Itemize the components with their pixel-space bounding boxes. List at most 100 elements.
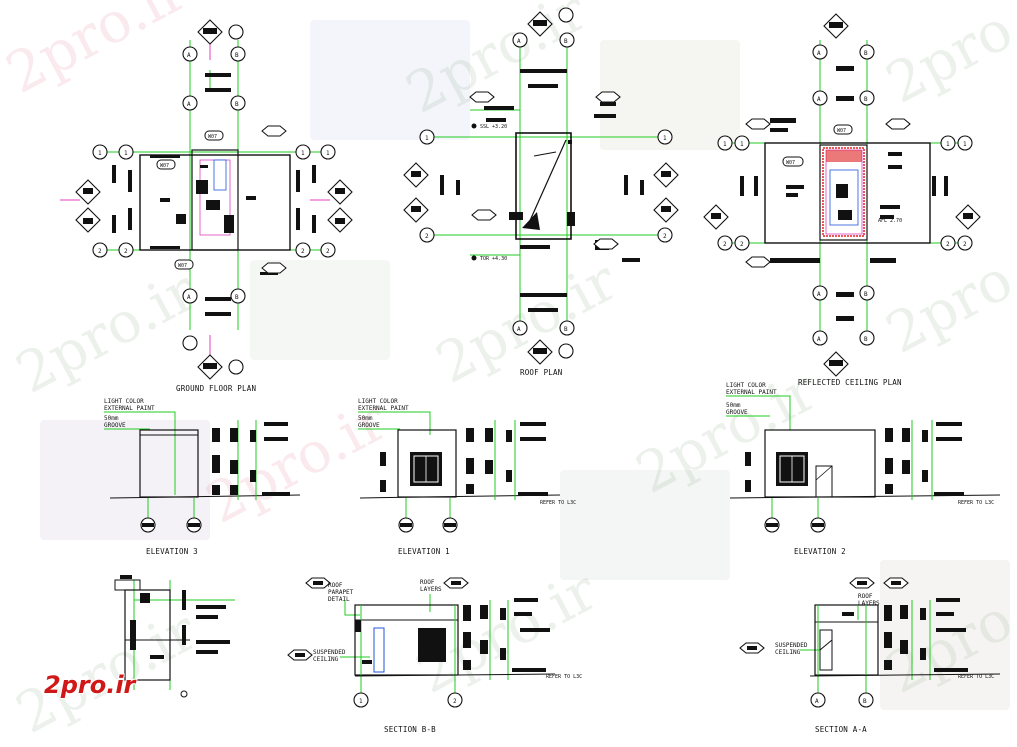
title-reflected-ceiling-plan: REFLECTED CEILING PLAN (798, 378, 902, 387)
grid-label-1: 1 (425, 135, 429, 142)
roof-plan: SSL +3.20 TOR +4.30 A B A (403, 7, 679, 377)
grid-label-1: 1 (963, 141, 967, 148)
tag-w07: W07 (208, 134, 217, 140)
grid-label-1: 1 (740, 141, 744, 148)
note-groove-line2: GROOVE (726, 409, 748, 416)
elevation-3: LIGHT COLOR EXTERNAL PAINT 50mm GROOVE E… (104, 398, 301, 556)
note-paint-line2: EXTERNAL PAINT (104, 405, 155, 412)
tag-w07: W07 (178, 263, 187, 269)
grid-label-2: 2 (453, 698, 457, 705)
grid-label-b: B (235, 52, 239, 59)
note-roof: ROOF (420, 579, 435, 586)
bg-patch (40, 420, 210, 540)
note-parapet: PARAPET (328, 589, 354, 596)
note-paint-line2: EXTERNAL PAINT (358, 405, 409, 412)
grid-label-2: 2 (425, 233, 429, 240)
elevation-1: LIGHT COLOR EXTERNAL PAINT 50mm GROOVE R… (358, 398, 576, 556)
note-groove-line1: 50mm (358, 415, 373, 422)
note-roof: ROOF (858, 593, 873, 600)
grid-label-a: A (817, 50, 821, 57)
tag-w07: W07 (837, 128, 846, 134)
grid-label-1: 1 (359, 698, 363, 705)
note-suspended: SUSPENDED (775, 642, 808, 649)
grid-label-a: A (517, 326, 521, 333)
section-a-a: ROOF LAYERS SUSPENDED CEILING REFER TO L… (739, 577, 1001, 734)
grid-label-1: 1 (946, 141, 950, 148)
grid-label-a: A (187, 101, 191, 108)
title-section-b-b: SECTION B-B (384, 725, 436, 734)
grid-label-a: A (517, 38, 521, 45)
title-elevation-3: ELEVATION 3 (146, 547, 198, 556)
reflected-ceiling-plan: W07 W07 AFL 2.70 A B A (703, 13, 981, 387)
note-groove-line2: GROOVE (358, 422, 380, 429)
tor-level: TOR +4.30 (480, 256, 507, 262)
ground-floor-plan: W07 W07 W07 A B A B A B 1 1 2 2 (60, 19, 353, 393)
note-suspended: SUSPENDED (313, 649, 346, 656)
grid-label-b: B (564, 326, 568, 333)
note-refer-l3c: REFER TO L3C (958, 674, 994, 680)
grid-label-b: B (864, 96, 868, 103)
grid-label-a: A (817, 291, 821, 298)
wall-detail (114, 575, 235, 698)
note-paint-line1: LIGHT COLOR (358, 398, 398, 405)
note-groove-line1: 50mm (104, 415, 119, 422)
note-refer-l3c: REFER TO L3C (546, 674, 582, 680)
note-detail: DETAIL (328, 596, 350, 603)
grid-label-b: B (235, 101, 239, 108)
note-paint-line1: LIGHT COLOR (726, 382, 766, 389)
grid-label-2: 2 (723, 241, 727, 248)
grid-label-2: 2 (663, 233, 667, 240)
ssl-level: SSL +3.20 (480, 124, 507, 130)
grid-label-1: 1 (326, 150, 330, 157)
tag-w07: W07 (786, 160, 795, 166)
note-paint-line2: EXTERNAL PAINT (726, 389, 777, 396)
title-roof-plan: ROOF PLAN (520, 368, 562, 377)
grid-label-1: 1 (301, 150, 305, 157)
note-refer-l3c: REFER TO L3C (958, 500, 994, 506)
note-roof: ROOF (328, 582, 343, 589)
afl-level: AFL 2.70 (878, 218, 902, 224)
bg-patch (250, 260, 390, 360)
grid-label-2: 2 (963, 241, 967, 248)
grid-label-2: 2 (946, 241, 950, 248)
note-paint-line1: LIGHT COLOR (104, 398, 144, 405)
grid-label-a: A (187, 52, 191, 59)
grid-label-b: B (235, 294, 239, 301)
grid-label-a: A (187, 294, 191, 301)
grid-label-1: 1 (663, 135, 667, 142)
grid-label-2: 2 (740, 241, 744, 248)
bg-patch (310, 20, 470, 140)
section-b-b: ROOF PARAPET DETAIL ROOF LAYERS SUSPENDE… (287, 577, 582, 734)
elevation-2: LIGHT COLOR EXTERNAL PAINT 50mm GROOVE R… (726, 382, 1001, 556)
grid-label-a: A (815, 698, 819, 705)
title-ground-floor-plan: GROUND FLOOR PLAN (176, 384, 256, 393)
note-groove-line1: 50mm (726, 402, 741, 409)
note-layers: LAYERS (420, 586, 442, 593)
note-ceiling: CEILING (313, 656, 339, 663)
grid-label-b: B (864, 336, 868, 343)
note-layers: LAYERS (858, 600, 880, 607)
grid-label-1: 1 (98, 150, 102, 157)
grid-label-2: 2 (124, 248, 128, 255)
title-section-a-a: SECTION A-A (815, 725, 867, 734)
grid-label-2: 2 (326, 248, 330, 255)
grid-label-a: A (817, 336, 821, 343)
grid-label-b: B (864, 291, 868, 298)
note-refer-l3c: REFER TO L3C (540, 500, 576, 506)
note-groove-line2: GROOVE (104, 422, 126, 429)
grid-label-1: 1 (723, 141, 727, 148)
grid-label-b: B (864, 50, 868, 57)
title-elevation-1: ELEVATION 1 (398, 547, 450, 556)
tag-w07: W07 (160, 163, 169, 169)
grid-label-b: B (564, 38, 568, 45)
grid-label-a: A (817, 96, 821, 103)
grid-label-2: 2 (98, 248, 102, 255)
bg-patch (560, 470, 730, 580)
title-elevation-2: ELEVATION 2 (794, 547, 846, 556)
grid-label-2: 2 (301, 248, 305, 255)
grid-label-1: 1 (124, 150, 128, 157)
site-logo[interactable]: 2pro.ir (44, 671, 136, 699)
note-ceiling: CEILING (775, 649, 801, 656)
grid-label-b: B (863, 698, 867, 705)
